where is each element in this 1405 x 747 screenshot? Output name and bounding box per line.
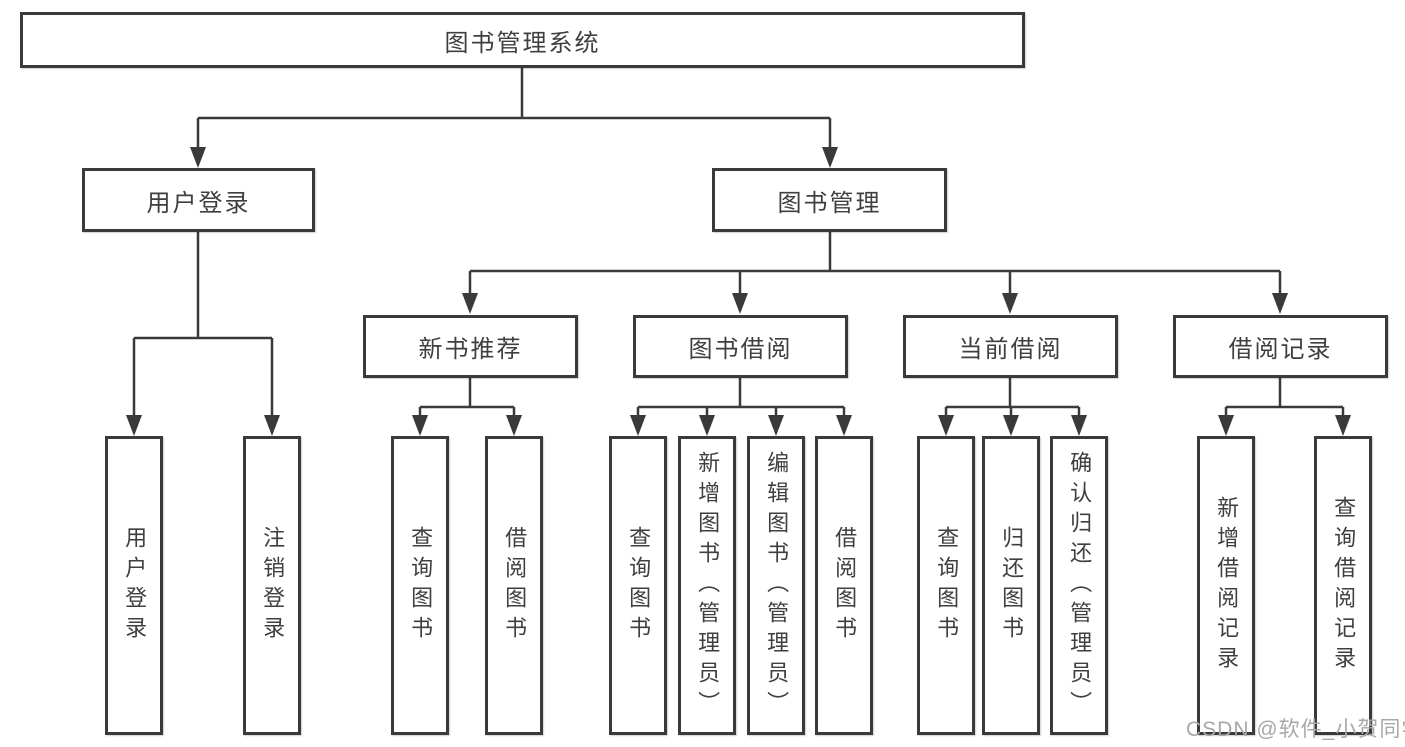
leaf-borrow-books-recommend: 借阅图书 xyxy=(485,436,543,735)
leaf-query-books-recommend: 查询图书 xyxy=(391,436,449,735)
node-book-management: 图书管理 xyxy=(712,168,947,232)
leaf-borrow-books-borrowing: 借阅图书 xyxy=(815,436,873,735)
node-borrowing-records: 借阅记录 xyxy=(1173,315,1388,378)
leaf-add-borrow-record: 新增借阅记录 xyxy=(1197,436,1255,735)
leaf-query-borrow-record: 查询借阅记录 xyxy=(1314,436,1372,735)
watermark: CSDN @软件_小贺同学 xyxy=(1186,718,1405,741)
leaf-edit-books-admin: 编辑图书（管理员） xyxy=(747,436,805,735)
node-new-book-recommend: 新书推荐 xyxy=(363,315,578,378)
node-user-login: 用户登录 xyxy=(82,168,315,232)
leaf-query-books-current: 查询图书 xyxy=(917,436,975,735)
leaf-confirm-return-admin: 确认归还（管理员） xyxy=(1050,436,1108,735)
leaf-user-login: 用户登录 xyxy=(105,436,163,735)
leaf-add-books-admin: 新增图书（管理员） xyxy=(678,436,736,735)
leaf-logout-login: 注销登录 xyxy=(243,436,301,735)
leaf-return-books: 归还图书 xyxy=(982,436,1040,735)
node-current-borrowing: 当前借阅 xyxy=(903,315,1118,378)
node-root: 图书管理系统 xyxy=(20,12,1025,68)
node-book-borrowing: 图书借阅 xyxy=(633,315,848,378)
leaf-query-books-borrowing: 查询图书 xyxy=(609,436,667,735)
arrowhead-icons xyxy=(126,147,1351,436)
